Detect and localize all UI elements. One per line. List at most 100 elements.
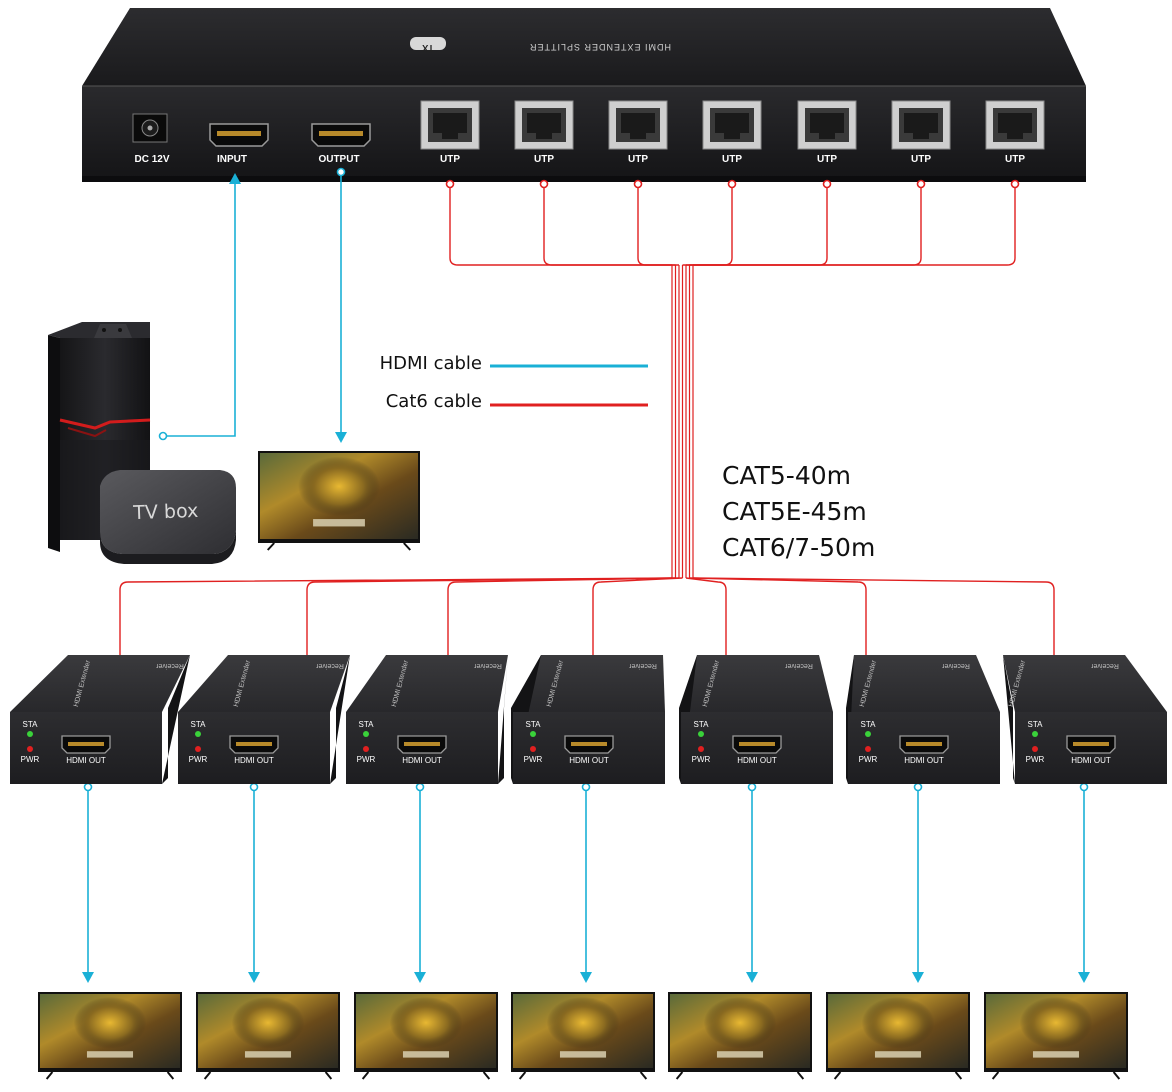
- display-6-tv-display-icon: [826, 992, 970, 1080]
- receiver-top: [178, 655, 350, 712]
- cat6-cable-drop: [685, 577, 727, 658]
- hdmi-out-port[interactable]: [899, 735, 949, 754]
- display-7-tv-display-icon: [984, 992, 1128, 1080]
- utp-port-4[interactable]: [702, 100, 762, 150]
- utp-port-7[interactable]: [985, 100, 1045, 150]
- tv-screen-title: [244, 1051, 292, 1058]
- transmitter-badge: TX: [410, 37, 446, 53]
- sta-led-icon: [530, 731, 536, 737]
- pwr-label: PWR: [21, 755, 40, 764]
- tv-stand-right: [482, 1071, 491, 1080]
- cable-node: [445, 179, 455, 189]
- pwr-led-icon: [363, 746, 369, 752]
- utp-port-label: UTP: [440, 154, 460, 165]
- cable-node: [913, 782, 923, 792]
- display-1-tv-display-icon: [38, 992, 182, 1080]
- receiver-top: [513, 655, 665, 712]
- sta-label: STA: [861, 720, 877, 729]
- transmitter-title-group: HDMI EXTENDER SPLITTER: [529, 42, 671, 52]
- hdmi-out-port[interactable]: [732, 735, 782, 754]
- distance-cat5: CAT5-40m: [722, 461, 851, 490]
- cable-node: [822, 179, 832, 189]
- tv-stand-right: [403, 542, 412, 551]
- utp-port-2[interactable]: [514, 100, 574, 150]
- pwr-led-icon: [698, 746, 704, 752]
- pwr-label: PWR: [524, 755, 543, 764]
- tv-stand-right: [1112, 1071, 1121, 1080]
- arrow-down-icon: [746, 972, 758, 983]
- hdmi-input-port[interactable]: [209, 123, 269, 147]
- cable-node: [83, 782, 93, 792]
- receiver-top: [346, 655, 508, 712]
- tv-stand-left: [266, 542, 275, 551]
- tv-stand-left: [203, 1071, 212, 1080]
- cable-node: [727, 179, 737, 189]
- pwr-label: PWR: [859, 755, 878, 764]
- tv-screen-figure: [227, 996, 309, 1055]
- receiver-top-label: Receiver: [942, 662, 970, 669]
- arrow-down-icon: [1078, 972, 1090, 983]
- cat6-cable-segment: [689, 184, 922, 266]
- tv-stand-right: [166, 1071, 175, 1080]
- hdmi-out-label: HDMI OUT: [402, 756, 442, 765]
- sta-label: STA: [191, 720, 207, 729]
- pwr-led-icon: [1032, 746, 1038, 752]
- hdmi-out-port[interactable]: [61, 735, 111, 754]
- legend-hdmi-label: HDMI cable: [380, 353, 482, 374]
- hdmi-out-label: HDMI OUT: [569, 756, 609, 765]
- sta-label: STA: [359, 720, 375, 729]
- receiver-top-label: Receiver: [316, 662, 344, 669]
- sta-led-icon: [27, 731, 33, 737]
- display-4-tv-display-icon: [511, 992, 655, 1080]
- transmitter-unit: HDMI EXTENDER SPLITTER TX DC 12V INPUT O…: [82, 8, 1086, 182]
- sta-led-icon: [865, 731, 871, 737]
- utp-port-3[interactable]: [608, 100, 668, 150]
- utp-port-label: UTP: [534, 154, 554, 165]
- utp-port-1[interactable]: [420, 100, 480, 150]
- cable-node: [158, 431, 168, 441]
- tv-stand-left: [991, 1071, 1000, 1080]
- hdmi-out-label: HDMI OUT: [234, 756, 274, 765]
- cable-node: [633, 179, 643, 189]
- sta-led-icon: [195, 731, 201, 737]
- hdmi-out-port[interactable]: [229, 735, 279, 754]
- cable-node: [1079, 782, 1089, 792]
- pwr-led-icon: [27, 746, 33, 752]
- distance-cat5e: CAT5E-45m: [722, 497, 867, 526]
- tv-screen-title: [716, 1051, 764, 1058]
- display-group: [38, 992, 1128, 1080]
- utp-port-label: UTP: [628, 154, 648, 165]
- utp-port-5[interactable]: [797, 100, 857, 150]
- cable-node: [336, 167, 346, 177]
- tv-stand-left: [518, 1071, 527, 1080]
- dc-power-port[interactable]: [132, 113, 168, 143]
- transmitter-badge-label: TX: [422, 43, 434, 53]
- hdmi-output-port[interactable]: [311, 123, 371, 147]
- utp-port-label: UTP: [817, 154, 837, 165]
- cat6-cable-drop: [306, 577, 676, 658]
- pwr-led-icon: [530, 746, 536, 752]
- transmitter-top-panel: [82, 8, 1086, 86]
- pwr-label: PWR: [189, 755, 208, 764]
- utp-port-6[interactable]: [891, 100, 951, 150]
- hdmi-out-port[interactable]: [564, 735, 614, 754]
- cable-node: [415, 782, 425, 792]
- display-5-tv-display-icon: [668, 992, 812, 1080]
- arrow-down-icon: [335, 432, 347, 443]
- hdmi-out-port[interactable]: [1066, 735, 1116, 754]
- tv-box-icon: TV box: [100, 470, 236, 564]
- cat6-cable-segment: [449, 184, 672, 266]
- tv-screen-figure: [69, 996, 151, 1055]
- hdmi-out-port[interactable]: [397, 735, 447, 754]
- utp-port-label: UTP: [911, 154, 931, 165]
- cat6-cable-drop: [692, 577, 1055, 658]
- display-3-tv-display-icon: [354, 992, 498, 1080]
- cat6-cable-drop: [119, 577, 673, 658]
- arrow-down-icon: [912, 972, 924, 983]
- receiver-top-label: Receiver: [629, 662, 657, 669]
- hdmi-out-label: HDMI OUT: [737, 756, 777, 765]
